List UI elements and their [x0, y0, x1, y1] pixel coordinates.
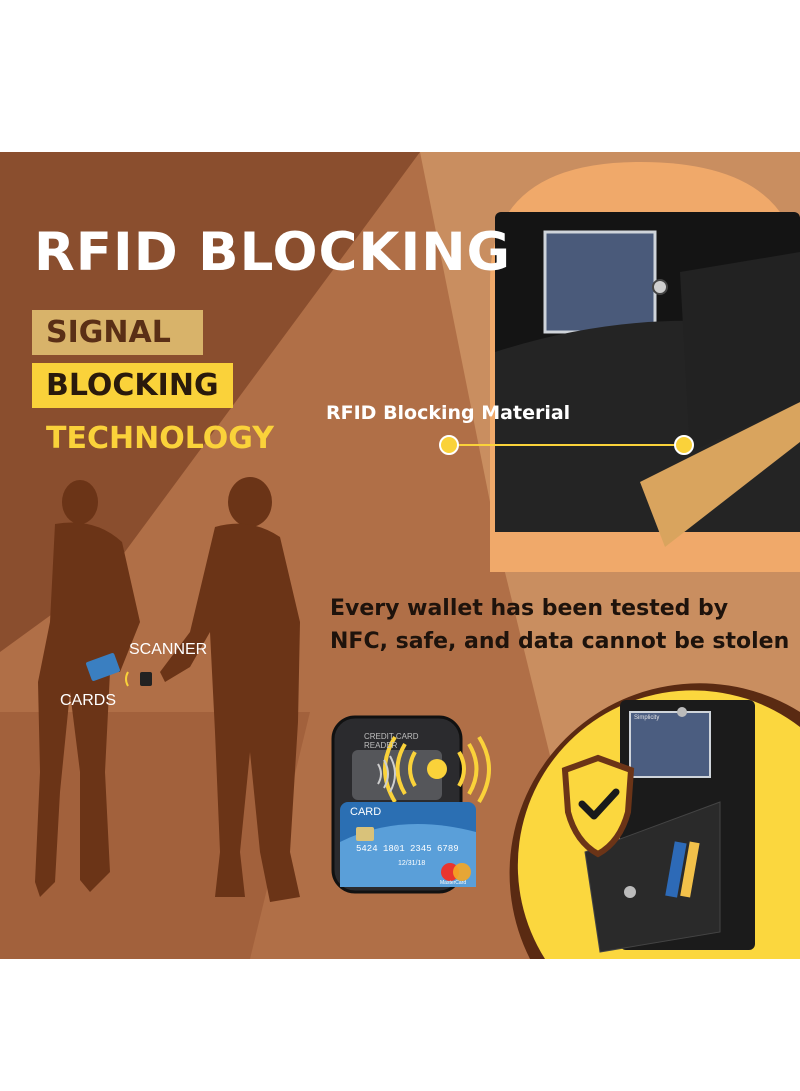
hand-card — [86, 653, 152, 687]
card-label: CARD — [350, 806, 382, 818]
people-silhouettes — [35, 477, 300, 902]
cards-label: CARDS — [60, 692, 117, 709]
wallet-id-text: Simplicity — [634, 715, 660, 721]
contactless-icon — [377, 755, 396, 793]
card-expiry: 12/31/18 — [398, 860, 426, 867]
card-brand: MasterCard — [440, 880, 467, 886]
headline: RFID BLOCKING — [34, 222, 512, 283]
tag-technology: TECHNOLOGY — [46, 421, 274, 456]
shield-check-icon — [561, 754, 635, 858]
credit-card — [340, 802, 476, 887]
background-art — [0, 152, 800, 959]
material-pointer — [439, 435, 694, 455]
tag-blocking: BLOCKING — [32, 363, 233, 408]
card-number: 5424 1801 2345 6789 — [356, 844, 459, 854]
signal-dot — [427, 759, 447, 779]
promo-panel: RFID BLOCKING SIGNAL BLOCKING TECHNOLOGY… — [0, 152, 800, 959]
material-label: RFID Blocking Material — [326, 402, 571, 424]
bifold-wallet-photo — [584, 700, 755, 953]
reader-text: CREDIT CARD READER — [364, 732, 419, 750]
tested-statement: Every wallet has been tested by NFC, saf… — [330, 596, 790, 654]
tag-signal: SIGNAL — [32, 310, 203, 355]
open-wallet-photo — [495, 212, 800, 547]
signal-waves-icon — [383, 735, 491, 804]
scanner-label: SCANNER — [129, 641, 208, 658]
